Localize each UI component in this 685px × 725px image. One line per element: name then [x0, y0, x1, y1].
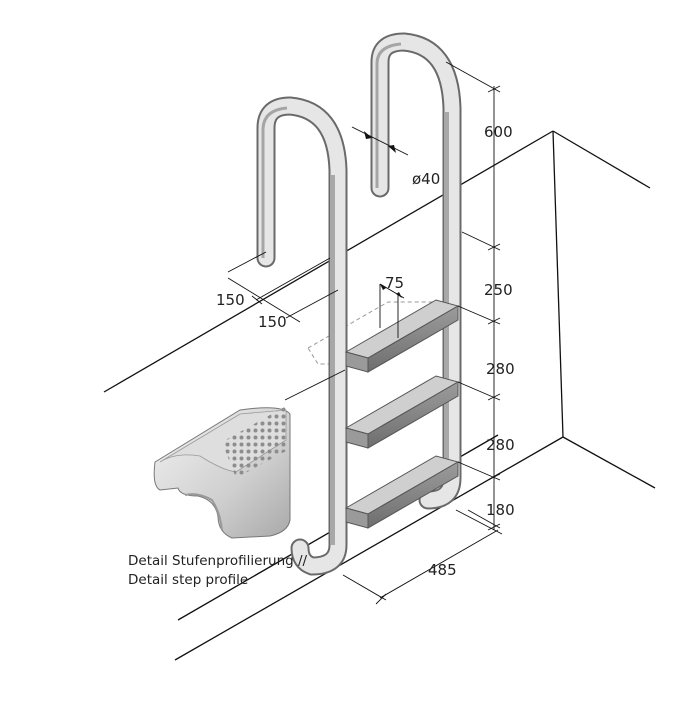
offset-dimension	[227, 251, 339, 323]
step-profile-detail	[153, 369, 346, 539]
step-depth-dimension	[379, 283, 405, 338]
dim-280-upper-label: 280	[486, 360, 515, 378]
right-handrail	[370, 32, 462, 510]
width-dimension	[342, 509, 503, 605]
step-1	[344, 299, 460, 373]
step-2	[344, 375, 460, 449]
dim-280-lower-label: 280	[486, 436, 515, 454]
dim-150-a-label: 150	[216, 291, 245, 309]
dim-180-label: 180	[486, 501, 515, 519]
dim-150-b-label: 150	[258, 313, 287, 331]
caption-line-1: Detail Stufenprofilierung //	[128, 553, 308, 569]
dim-600-label: 600	[484, 123, 513, 141]
dim-diameter-label: ø40	[412, 170, 440, 188]
left-handrail	[256, 96, 348, 576]
diameter-marker	[351, 126, 409, 156]
caption-line-2: Detail step profile	[128, 572, 248, 588]
dim-485-label: 485	[428, 561, 457, 579]
dim-250-label: 250	[484, 281, 513, 299]
height-dimension-chain	[445, 61, 501, 531]
dim-75-label: 75	[385, 274, 404, 292]
